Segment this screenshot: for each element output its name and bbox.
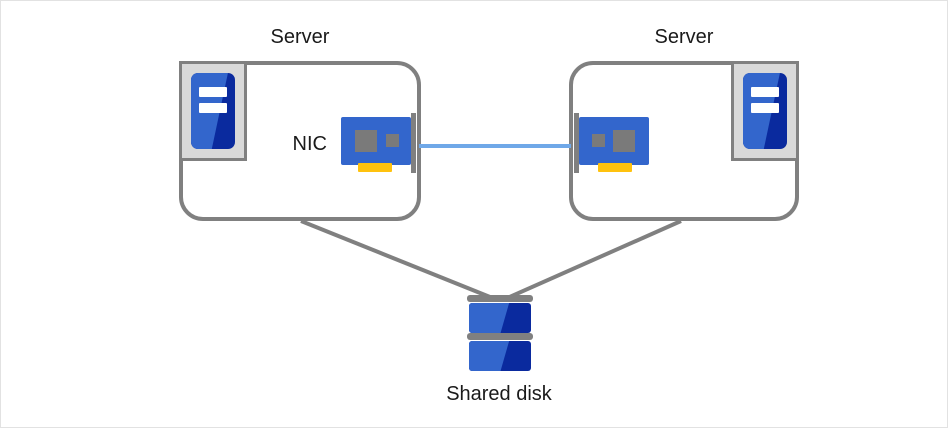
nic-chip-large: [355, 130, 377, 152]
server-tower-icon: [731, 61, 799, 161]
nic-chip-small: [386, 134, 399, 147]
server-left-label: Server: [270, 26, 330, 48]
disk-cap-middle: [467, 333, 533, 340]
server-tower-icon: [179, 61, 247, 161]
nic-chip-small: [592, 134, 605, 147]
server-slot-bar-2: [198, 103, 228, 114]
link-server-left-to-disk: [300, 219, 496, 301]
server-slot-bar-1: [198, 86, 228, 97]
network-interface-card-icon: [569, 113, 649, 179]
server-slot-bar-1: [750, 86, 780, 97]
nic-connector-tab: [358, 163, 392, 172]
network-interface-card-icon: [341, 113, 421, 179]
disk-platter-2: [469, 341, 531, 371]
server-right-label: Server: [654, 26, 714, 48]
server-tower-body: [191, 73, 235, 149]
nic-label: NIC: [292, 133, 327, 155]
server-tower-body: [743, 73, 787, 149]
shared-disk-label: Shared disk: [446, 383, 552, 405]
database-disk-icon: [467, 295, 533, 377]
nic-bracket: [574, 113, 579, 173]
disk-cap-top: [467, 295, 533, 302]
nic-chip-large: [613, 130, 635, 152]
nic-connector-tab: [598, 163, 632, 172]
nic-bracket: [411, 113, 416, 173]
link-server-right-to-disk: [504, 219, 682, 301]
server-slot-bar-2: [750, 103, 780, 114]
disk-platter-1: [469, 303, 531, 333]
